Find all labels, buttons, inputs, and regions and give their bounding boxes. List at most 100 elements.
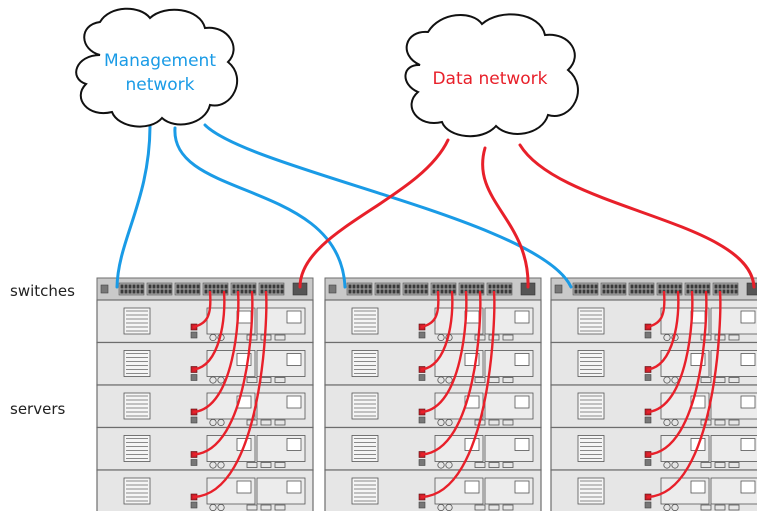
- server-port: [274, 419, 286, 426]
- data-uplink-cable: [518, 143, 756, 289]
- server-nic-port-secondary: [190, 501, 198, 509]
- switch-port: [380, 284, 384, 289]
- switch-rack-1: [96, 277, 314, 301]
- server-vent: [123, 307, 151, 335]
- switch-port: [276, 284, 280, 289]
- switch-port: [384, 284, 388, 289]
- switch-port: [204, 289, 208, 294]
- switch-port: [602, 289, 606, 294]
- server-usb-port: [671, 418, 679, 427]
- switch-port: [582, 284, 586, 289]
- switch-port: [504, 284, 508, 289]
- switch-port: [610, 289, 614, 294]
- server-data-cable: [420, 290, 468, 414]
- server-psu-socket-left: [690, 480, 706, 494]
- server-usb-port: [209, 461, 217, 469]
- server-port: [728, 504, 740, 511]
- rack-2: [324, 277, 542, 511]
- switch-port: [718, 284, 722, 289]
- switch-port: [496, 289, 500, 294]
- server-port: [728, 377, 740, 383]
- server-data-cable: [646, 290, 722, 499]
- switch-port: [686, 289, 690, 294]
- switch-port: [574, 289, 578, 294]
- switch-port: [368, 289, 372, 294]
- server-port: [728, 334, 740, 341]
- switch-port: [404, 289, 408, 294]
- server-usb-port: [671, 376, 679, 384]
- server-usb-port: [663, 333, 671, 342]
- switch-port: [714, 284, 718, 289]
- server-port: [700, 462, 712, 468]
- server-vent: [577, 477, 605, 505]
- switch-port: [216, 289, 220, 294]
- switch-port: [280, 284, 284, 289]
- server-data-cable: [420, 290, 454, 371]
- switch-port: [192, 284, 196, 289]
- switch-port: [440, 289, 444, 294]
- switch-port: [216, 284, 220, 289]
- server-port: [260, 419, 272, 426]
- switch-port: [248, 289, 252, 294]
- switch-port: [448, 284, 452, 289]
- switch-port: [272, 289, 276, 294]
- server-psu-socket-right: [740, 438, 756, 451]
- switch-port: [472, 289, 476, 294]
- server-data-cable: [646, 290, 694, 414]
- switch-port: [132, 284, 136, 289]
- server-nic-port-secondary: [190, 416, 198, 424]
- data-uplink-cables: [298, 138, 756, 289]
- server-port: [488, 419, 500, 426]
- switch-port: [650, 289, 654, 294]
- switch-port: [476, 284, 480, 289]
- switch-port: [734, 289, 738, 294]
- switch-port: [136, 284, 140, 289]
- server-3-3: [550, 384, 757, 429]
- server-psu-socket-right: [740, 310, 756, 324]
- switch-port: [184, 284, 188, 289]
- server-port: [274, 334, 286, 341]
- switch-port: [420, 289, 424, 294]
- server-cables-rack-2: [420, 290, 496, 499]
- server-port: [502, 377, 514, 383]
- switch-port: [678, 284, 682, 289]
- server-nic-port-secondary: [644, 416, 652, 424]
- server-port: [502, 462, 514, 468]
- switch-port: [662, 284, 666, 289]
- switch-port: [412, 284, 416, 289]
- server-data-cable: [192, 290, 254, 456]
- switch-port: [140, 289, 144, 294]
- server-nic-port-secondary: [418, 416, 426, 424]
- server-port: [474, 462, 486, 468]
- switch-port: [730, 284, 734, 289]
- switch-port: [420, 284, 424, 289]
- switch-port: [706, 289, 710, 294]
- server-port: [700, 377, 712, 383]
- switch-port: [432, 284, 436, 289]
- server-port: [488, 504, 500, 511]
- switch-port: [508, 289, 512, 294]
- management-network-label-line2: network: [125, 75, 194, 95]
- switch-port: [128, 284, 132, 289]
- switch-port: [694, 284, 698, 289]
- data-cloud-shape: [404, 13, 579, 138]
- switch-port: [276, 289, 280, 294]
- management-cable: [173, 126, 347, 289]
- server-psu-socket-right: [514, 480, 530, 494]
- switch-port: [148, 284, 152, 289]
- server-usb-port: [437, 333, 445, 342]
- switches-label: switches: [10, 282, 75, 300]
- switch-port: [180, 289, 184, 294]
- switch-port: [480, 289, 484, 294]
- switch-port: [666, 284, 670, 289]
- rack-3: [550, 277, 757, 511]
- switch-port: [630, 284, 634, 289]
- server-vent: [577, 307, 605, 335]
- switch-port: [476, 289, 480, 294]
- switch-port: [698, 289, 702, 294]
- switch-port: [670, 289, 674, 294]
- switch-port: [132, 289, 136, 294]
- switch-port: [722, 289, 726, 294]
- server-data-cable: [192, 290, 212, 329]
